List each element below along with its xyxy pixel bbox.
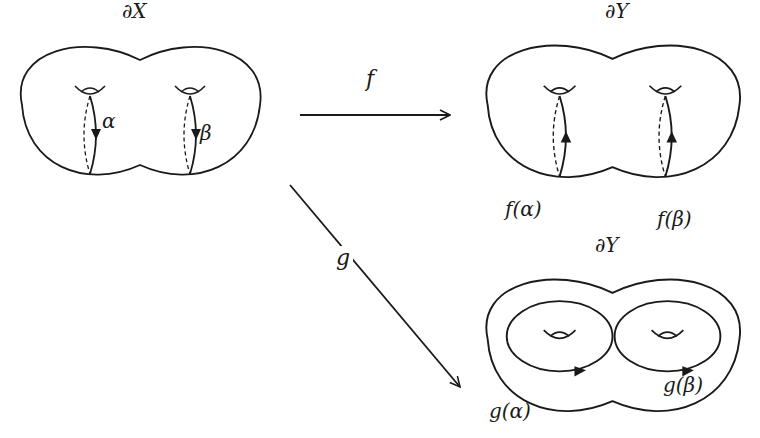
meridian-back	[84, 96, 90, 174]
surface-name: ∂X	[122, 0, 147, 22]
handle-hole	[550, 332, 569, 336]
handle-hole	[75, 86, 105, 94]
genus-two-surface	[486, 45, 740, 177]
map-label: f	[363, 67, 377, 91]
meridian-back	[659, 96, 665, 176]
surface-name: ∂Y	[595, 234, 619, 256]
curve-label: g(α)	[489, 400, 531, 422]
longitude-curve	[507, 301, 613, 371]
handle-hole	[550, 88, 569, 92]
curve-label: β	[200, 122, 212, 144]
map-arrow	[300, 114, 450, 116]
handle-hole	[81, 88, 99, 92]
orientation-arrow	[91, 129, 101, 140]
orientation-arrow	[561, 131, 572, 142]
handle-hole	[544, 330, 576, 338]
handle-hole	[544, 86, 576, 94]
surface-boundary: ∂Xαβ	[10, 30, 270, 190]
longitude-curve	[615, 301, 721, 371]
handle-hole	[656, 88, 675, 92]
map-arrow	[290, 185, 460, 387]
handle-hole	[181, 88, 199, 92]
surface-drawing	[475, 28, 750, 193]
orientation-arrow	[191, 129, 201, 140]
meridian-back	[553, 96, 559, 176]
orientation-arrow	[574, 366, 586, 376]
surface-drawing	[10, 30, 270, 190]
handle-hole	[652, 330, 684, 338]
map-label: g	[333, 246, 353, 270]
meridian-back	[184, 96, 190, 174]
curve-label: f(α)	[505, 198, 542, 220]
curve-label: g(β)	[663, 374, 703, 396]
genus-two-surface	[486, 279, 740, 411]
genus-two-surface	[21, 47, 261, 175]
surface-boundary: ∂Yg(α)g(β)	[475, 262, 750, 427]
curve-label: f(β)	[657, 208, 692, 230]
surface-boundary: ∂Yf(α)f(β)	[475, 28, 750, 193]
handle-hole	[650, 86, 682, 94]
handle-hole	[658, 332, 677, 336]
surface-name: ∂Y	[605, 0, 629, 22]
curve-label: α	[102, 110, 116, 132]
handle-hole	[175, 86, 205, 94]
orientation-arrow	[666, 131, 677, 142]
